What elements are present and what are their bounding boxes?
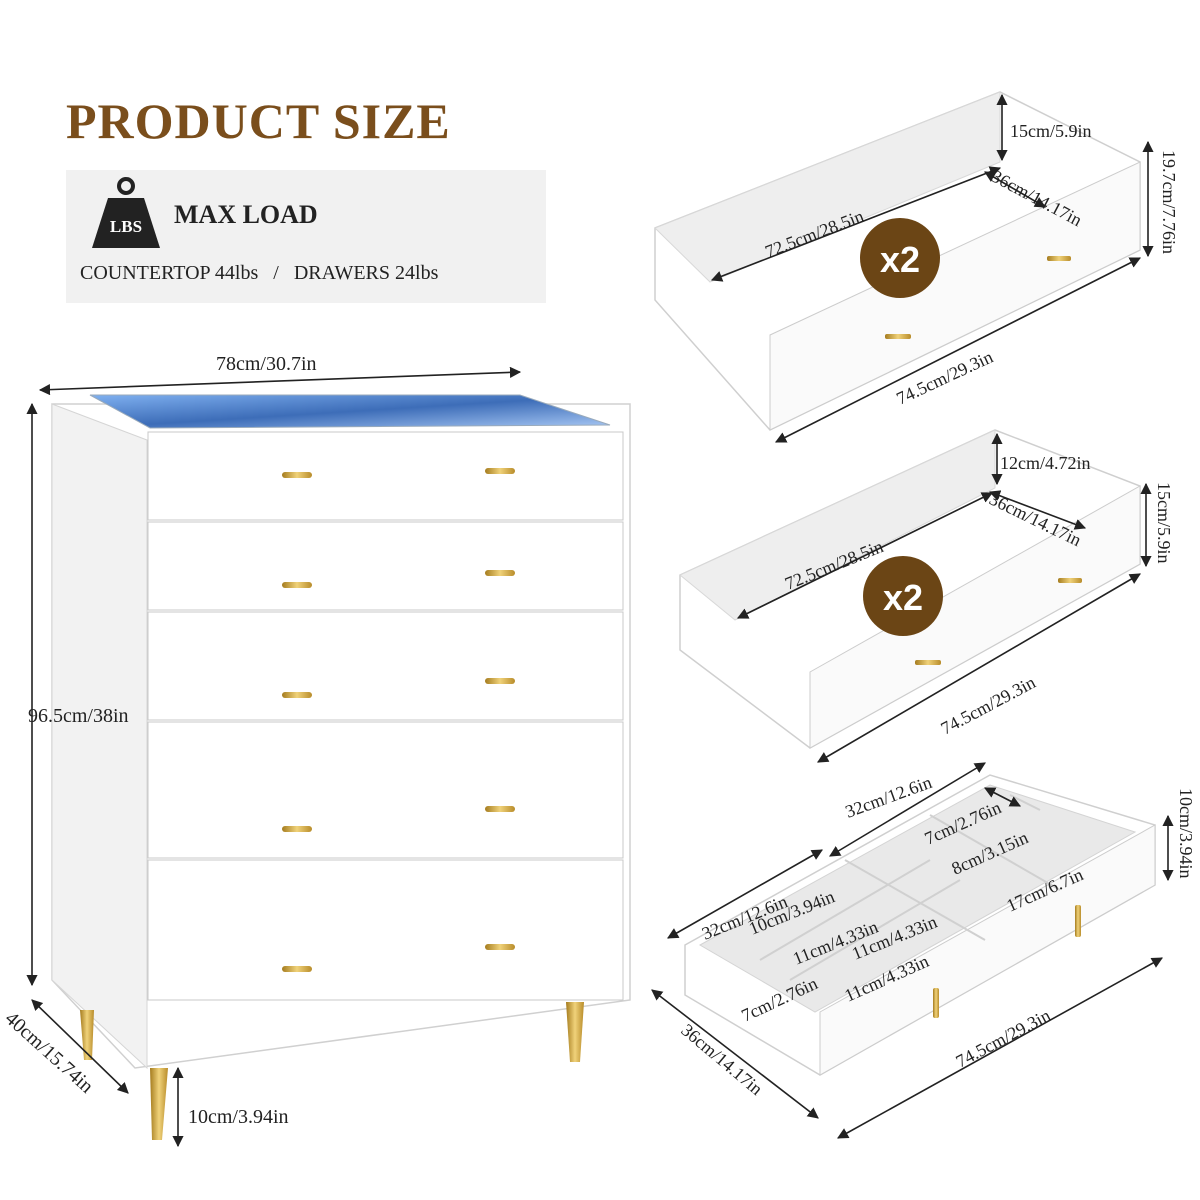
- max-load-panel: LBS MAX LOAD COUNTERTOP 44lbs / DRAWERS …: [66, 170, 546, 303]
- drawer-bottom-dimension-lines: [651, 762, 1174, 1139]
- drawer-bottom-outer-height: 10cm/3.94in: [1176, 788, 1196, 879]
- gold-handle: [915, 660, 941, 665]
- drawer-front: [147, 859, 624, 1001]
- quantity-badge-label: x2: [883, 577, 923, 618]
- gold-handle: [885, 334, 911, 339]
- gold-handle: [282, 582, 312, 588]
- gold-handle: [485, 806, 515, 812]
- load-details: COUNTERTOP 44lbs / DRAWERS 24lbs: [80, 262, 438, 285]
- drawers-load: DRAWERS 24lbs: [293, 262, 439, 284]
- quantity-badge-middle: x2: [863, 556, 943, 636]
- drawer-top-outer-height: 19.7cm/7.76in: [1159, 150, 1179, 254]
- gold-handle: [282, 826, 312, 832]
- load-separator: /: [273, 262, 279, 284]
- weight-icon-label: LBS: [110, 217, 142, 236]
- quantity-badge-top: x2: [860, 218, 940, 298]
- dresser: [51, 394, 631, 1140]
- leg-height-label: 10cm/3.94in: [188, 1106, 289, 1128]
- dresser-side: [51, 403, 148, 1070]
- page-title: PRODUCT SIZE: [66, 93, 451, 149]
- dresser-width-label: 78cm/30.7in: [216, 353, 317, 375]
- max-load-heading: MAX LOAD: [174, 200, 318, 229]
- drawer-front: [147, 431, 624, 521]
- gold-handle: [1075, 905, 1081, 937]
- gold-handle: [933, 988, 939, 1018]
- quantity-badge-label: x2: [880, 239, 920, 280]
- drawer-front: [147, 721, 624, 859]
- drawer-middle-outer-height: 15cm/5.9in: [1154, 482, 1174, 564]
- gold-handle: [485, 678, 515, 684]
- countertop-load: COUNTERTOP 44lbs: [80, 262, 259, 284]
- led-countertop: [89, 394, 611, 429]
- gold-handle: [282, 692, 312, 698]
- dresser-leg: [566, 1002, 584, 1062]
- gold-handle: [1047, 256, 1071, 261]
- drawer-front: [147, 611, 624, 721]
- gold-handle: [1058, 578, 1082, 583]
- gold-handle: [282, 966, 312, 972]
- drawer-top-inner-depth: 15cm/5.9in: [1010, 121, 1092, 141]
- weight-icon: LBS: [92, 177, 160, 248]
- dresser-height-label: 96.5cm/38in: [28, 705, 129, 727]
- drawer-handles: [282, 468, 515, 972]
- gold-handle: [485, 944, 515, 950]
- drawer-middle-outer-length: 74.5cm/29.3in: [937, 672, 1038, 738]
- dresser-leg: [150, 1068, 168, 1140]
- gold-handle: [282, 472, 312, 478]
- drawer-front: [147, 521, 624, 611]
- gold-handle: [485, 468, 515, 474]
- dresser-dimension-lines: [26, 366, 522, 1148]
- drawer-bottom-outer-length: 74.5cm/29.3in: [952, 1005, 1053, 1071]
- drawer-top-dimension-lines: [710, 93, 1154, 443]
- gold-handle: [485, 570, 515, 576]
- drawer-middle-inner-depth: 12cm/4.72in: [1000, 453, 1091, 473]
- drawer-middle-dimension-lines: [736, 432, 1152, 763]
